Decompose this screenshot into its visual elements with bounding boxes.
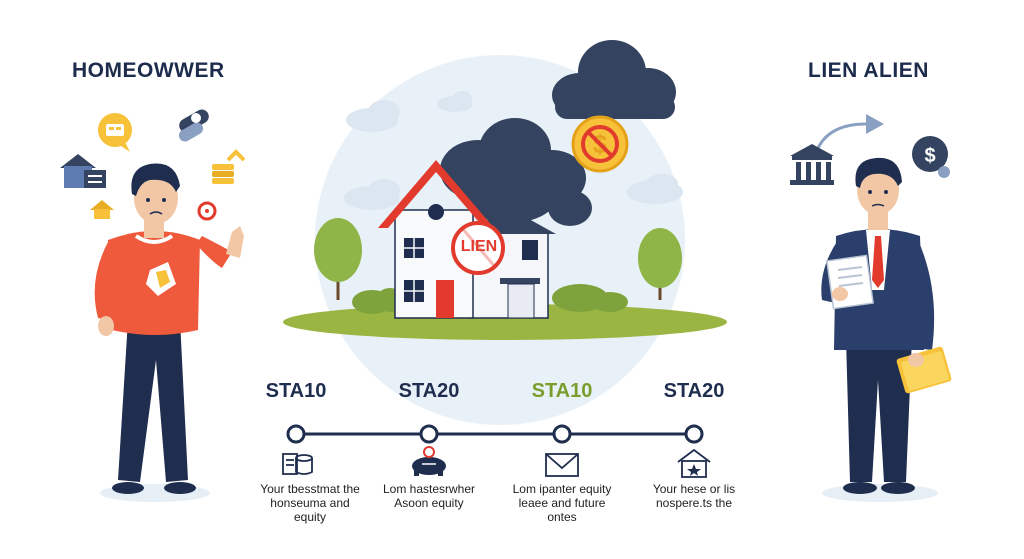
timeline-stage-2: STA20 xyxy=(398,380,460,402)
storm-cloud-icon xyxy=(552,40,676,119)
timeline-node xyxy=(419,424,439,444)
pills-icon xyxy=(178,109,209,142)
timeline-stage-4: STA20 xyxy=(663,380,725,402)
bank-building-icon xyxy=(790,144,834,185)
no-dollar-coin-icon: $ xyxy=(571,115,629,173)
timeline-node xyxy=(684,424,704,444)
envelope-icon xyxy=(545,453,579,477)
small-house-icon xyxy=(90,200,114,219)
tree-right xyxy=(638,228,682,300)
homeowner-title: HOMEOWWER xyxy=(72,59,225,82)
lien-badge-icon xyxy=(451,221,505,275)
house-document-icon xyxy=(60,154,106,188)
svg-text:$: $ xyxy=(924,145,935,167)
ground-grass xyxy=(283,304,727,340)
timeline xyxy=(286,424,704,444)
timeline-caption-1: Your tbesstmat the honseuma and equity xyxy=(260,482,360,524)
light-clouds xyxy=(344,91,683,210)
dollar-coin-icon: $ xyxy=(912,136,950,178)
timeline-stage-1: STA10 xyxy=(265,380,327,402)
bushes xyxy=(352,284,628,314)
timeline-caption-2: Lom hastesrwher Asoon equity xyxy=(382,482,476,510)
coins-stack-icon xyxy=(212,149,246,184)
timeline-node xyxy=(286,424,306,444)
lien-badge-label: LIEN xyxy=(460,238,498,255)
piggy-bank-icon xyxy=(412,446,446,476)
alarm-icon xyxy=(197,201,217,221)
tree-left xyxy=(314,218,362,300)
chat-bubble-icon xyxy=(98,113,132,152)
dark-smoke-cloud xyxy=(440,118,592,226)
timeline-node xyxy=(552,424,572,444)
documents-stack-icon xyxy=(282,453,313,475)
paper-document-icon xyxy=(826,254,874,310)
lien-alien-title: LIEN ALIEN xyxy=(808,59,929,82)
house-outline-icon xyxy=(677,448,711,478)
timeline-caption-3: Lom ipanter equity leaee and future onte… xyxy=(512,482,612,524)
homeowner-figure xyxy=(94,163,244,502)
arrow-right-icon xyxy=(816,114,884,149)
timeline-stage-3: STA10 xyxy=(531,380,593,402)
lien-alien-figure xyxy=(821,157,952,502)
timeline-caption-4: Your hese or lis nospere.ts the xyxy=(652,482,736,510)
